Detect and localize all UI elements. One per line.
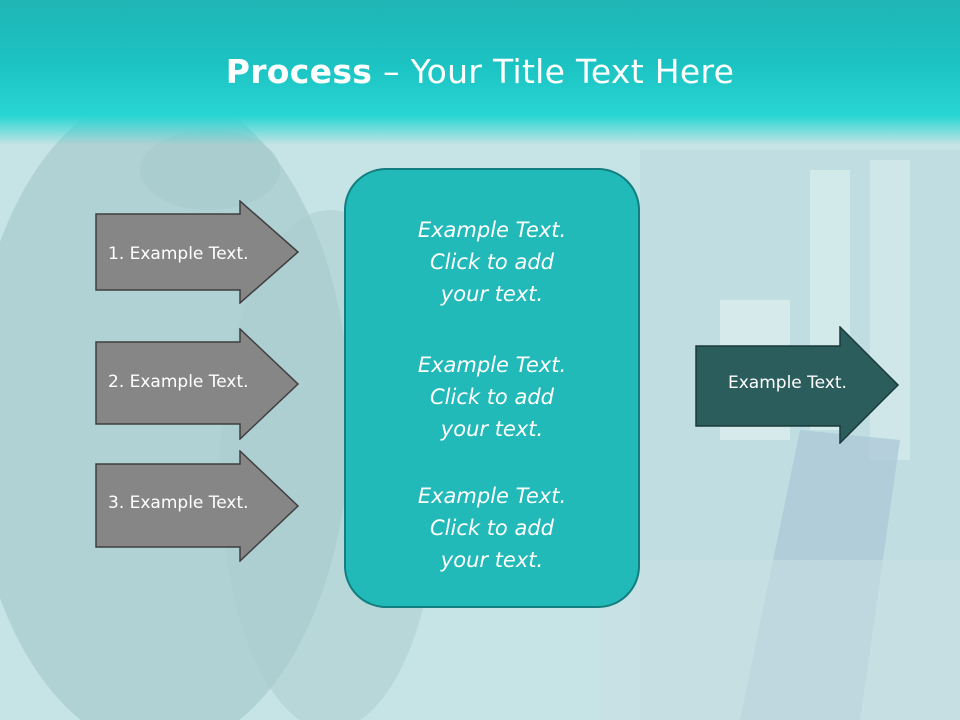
center-item-3: Example Text. Click to add your text. (346, 480, 638, 576)
center-item-2: Example Text. Click to add your text. (346, 349, 638, 445)
left-arrow-2[interactable]: 2. Example Text. (95, 328, 300, 440)
center-item-1-line1: Example Text. (417, 218, 567, 242)
center-item-3-line1: Example Text. (417, 484, 567, 508)
center-item-1-line2: Click to add (429, 250, 554, 274)
center-item-3-line3: your text. (440, 548, 544, 572)
center-item-1: Example Text. Click to add your text. (346, 214, 638, 310)
left-arrow-3-label: 3. Example Text. (108, 493, 249, 513)
left-arrow-1-label: 1. Example Text. (108, 244, 249, 264)
center-item-2-line1: Example Text. (417, 353, 567, 377)
left-arrow-2-label: 2. Example Text. (108, 372, 249, 392)
center-item-3-line2: Click to add (429, 516, 554, 540)
slide-title[interactable]: Process – Your Title Text Here (0, 52, 960, 91)
left-arrow-3[interactable]: 3. Example Text. (95, 450, 300, 562)
title-bold: Process (225, 52, 373, 91)
left-arrow-1[interactable]: 1. Example Text. (95, 200, 300, 304)
title-rest: – Your Title Text Here (372, 52, 735, 91)
center-text-box[interactable]: Example Text. Click to add your text. Ex… (344, 168, 640, 608)
title-bar (0, 0, 960, 145)
right-arrow[interactable]: Example Text. (695, 326, 900, 444)
center-item-2-line2: Click to add (429, 385, 554, 409)
center-item-1-line3: your text. (440, 282, 544, 306)
right-arrow-label: Example Text. (728, 373, 847, 393)
center-item-2-line3: your text. (440, 417, 544, 441)
